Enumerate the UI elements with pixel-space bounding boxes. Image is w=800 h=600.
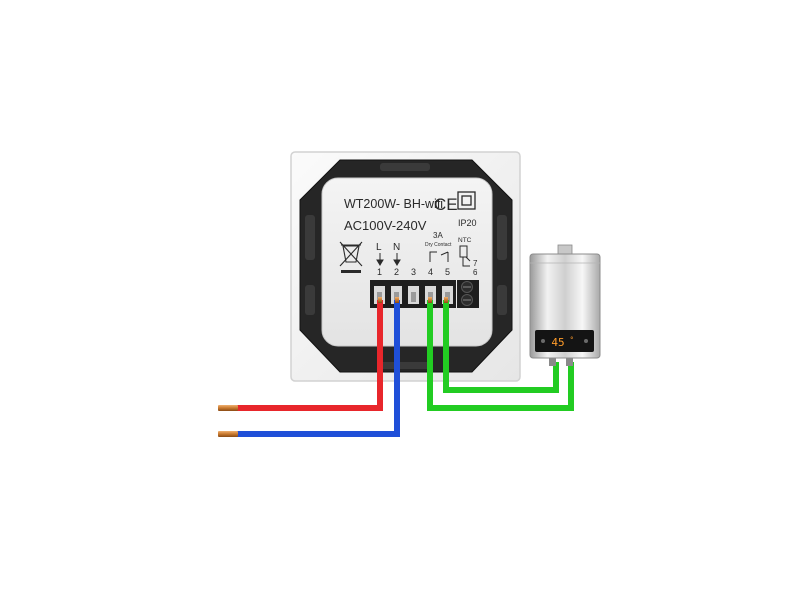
terminal-number-6: 6 xyxy=(473,268,478,277)
ntc-label: NTC xyxy=(458,237,472,244)
terminal-1-copper xyxy=(378,297,382,303)
terminal-number-2: 2 xyxy=(394,267,399,277)
boiler-display-unit: ° xyxy=(570,336,574,344)
relay-contact-icon xyxy=(429,251,449,262)
gas-boiler: 45 ° xyxy=(529,244,601,366)
terminal-number-1: 1 xyxy=(377,267,382,277)
ntc-sensor-icon xyxy=(459,245,471,267)
terminal-block xyxy=(370,280,479,308)
neutral-wire-copper-end xyxy=(218,431,238,437)
boiler-button-icon xyxy=(541,339,545,343)
down-arrow-icon xyxy=(376,253,384,266)
dry-contact-wire-4 xyxy=(427,300,574,411)
model-label: WT200W- BH-wifi xyxy=(344,197,443,211)
terminal-number-7: 7 xyxy=(473,259,478,268)
terminal-5-copper xyxy=(444,297,448,303)
terminal-2-copper xyxy=(395,297,399,303)
voltage-label: AC100V-240V xyxy=(344,218,427,233)
boiler-button-icon xyxy=(584,339,588,343)
ip-rating-label: IP20 xyxy=(458,218,477,228)
thermostat-back-plate xyxy=(290,151,521,382)
ce-mark: CE xyxy=(434,195,458,214)
dry-contact-wire-5 xyxy=(443,300,559,393)
live-wire-copper-end xyxy=(218,405,238,411)
terminal-number-4: 4 xyxy=(428,267,433,277)
terminal-number-5: 5 xyxy=(445,267,450,277)
down-arrow-icon xyxy=(393,253,401,266)
neutral-label: N xyxy=(393,242,400,253)
neutral-wire xyxy=(237,300,400,437)
double-insulation-icon xyxy=(457,191,476,210)
relay-rating-label: 3A xyxy=(433,231,443,240)
boiler-display-value: 45 xyxy=(551,336,564,349)
terminal-number-3: 3 xyxy=(411,267,416,277)
live-label: L xyxy=(376,242,382,253)
boiler-display-panel xyxy=(535,330,594,352)
terminal-4-copper xyxy=(428,297,432,303)
live-wire xyxy=(237,300,383,411)
relay-type-label: Dry Contact xyxy=(425,242,452,248)
weee-bin-icon xyxy=(339,241,363,273)
